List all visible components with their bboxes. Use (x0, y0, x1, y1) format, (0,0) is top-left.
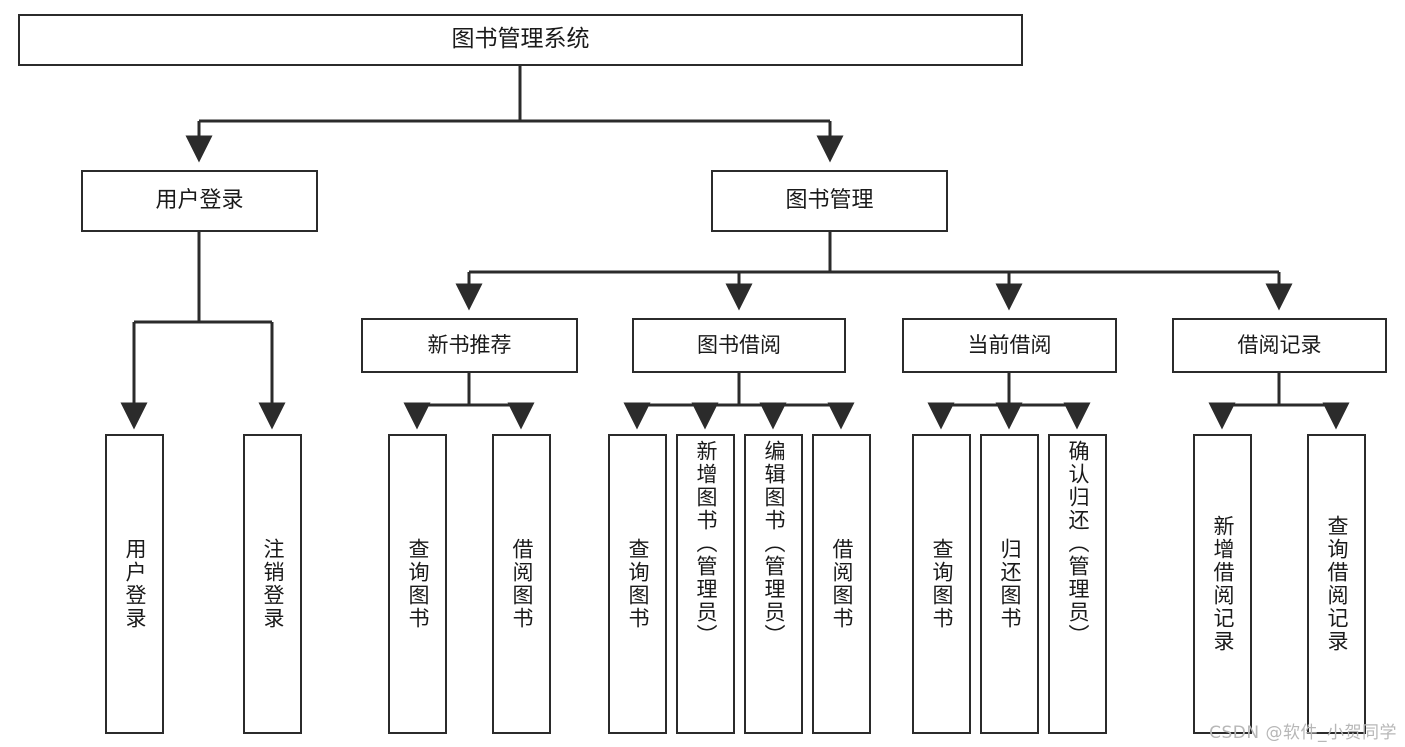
node-book-borrow-label: 图书借阅 (697, 333, 781, 358)
node-book-borrow[interactable]: 图书借阅 (632, 318, 846, 373)
node-user-login[interactable]: 用户登录 (81, 170, 318, 232)
node-book-management-label: 图书管理 (785, 188, 874, 214)
leaf-borrow-record-add[interactable]: 新增借阅记录 (1193, 434, 1252, 734)
node-current-borrow[interactable]: 当前借阅 (902, 318, 1117, 373)
node-book-management[interactable]: 图书管理 (711, 170, 948, 232)
node-root-system-label: 图书管理系统 (451, 26, 590, 53)
node-new-book-recommend[interactable]: 新书推荐 (361, 318, 578, 373)
leaf-book-borrow-edit-label: 编辑图书（管理员） (762, 440, 786, 647)
node-user-login-label: 用户登录 (155, 188, 244, 214)
leaf-user-login-signout[interactable]: 注销登录 (243, 434, 302, 734)
node-borrow-record-label: 借阅记录 (1237, 333, 1322, 358)
leaf-user-login-signout-label: 注销登录 (261, 538, 285, 630)
leaf-book-borrow-add[interactable]: 新增图书（管理员） (676, 434, 735, 734)
node-current-borrow-label: 当前借阅 (967, 333, 1052, 358)
leaf-new-book-query[interactable]: 查询图书 (388, 434, 447, 734)
leaf-current-borrow-return[interactable]: 归还图书 (980, 434, 1039, 734)
leaf-current-borrow-query-label: 查询图书 (930, 538, 954, 630)
leaf-new-book-borrow[interactable]: 借阅图书 (492, 434, 551, 734)
leaf-user-login-signin-label: 用户登录 (123, 538, 147, 630)
leaf-book-borrow-query[interactable]: 查询图书 (608, 434, 667, 734)
csdn-watermark: CSDN @软件_小贺同学 (1209, 723, 1397, 743)
leaf-current-borrow-confirm-return-label: 确认归还（管理员） (1066, 440, 1090, 647)
leaf-new-book-borrow-label: 借阅图书 (510, 538, 534, 630)
leaf-new-book-query-label: 查询图书 (406, 538, 430, 630)
leaf-book-borrow-add-label: 新增图书（管理员） (694, 440, 718, 647)
leaf-user-login-signin[interactable]: 用户登录 (105, 434, 164, 734)
node-borrow-record[interactable]: 借阅记录 (1172, 318, 1387, 373)
node-root-system[interactable]: 图书管理系统 (18, 14, 1023, 66)
leaf-book-borrow-query-label: 查询图书 (626, 538, 650, 630)
leaf-current-borrow-return-label: 归还图书 (998, 538, 1022, 630)
leaf-current-borrow-query[interactable]: 查询图书 (912, 434, 971, 734)
leaf-current-borrow-confirm-return[interactable]: 确认归还（管理员） (1048, 434, 1107, 734)
leaf-book-borrow-edit[interactable]: 编辑图书（管理员） (744, 434, 803, 734)
leaf-borrow-record-query-label: 查询借阅记录 (1325, 515, 1349, 653)
leaf-borrow-record-query[interactable]: 查询借阅记录 (1307, 434, 1366, 734)
node-new-book-recommend-label: 新书推荐 (427, 333, 512, 358)
leaf-borrow-record-add-label: 新增借阅记录 (1211, 515, 1235, 653)
leaf-book-borrow-borrow-label: 借阅图书 (830, 538, 854, 630)
leaf-book-borrow-borrow[interactable]: 借阅图书 (812, 434, 871, 734)
